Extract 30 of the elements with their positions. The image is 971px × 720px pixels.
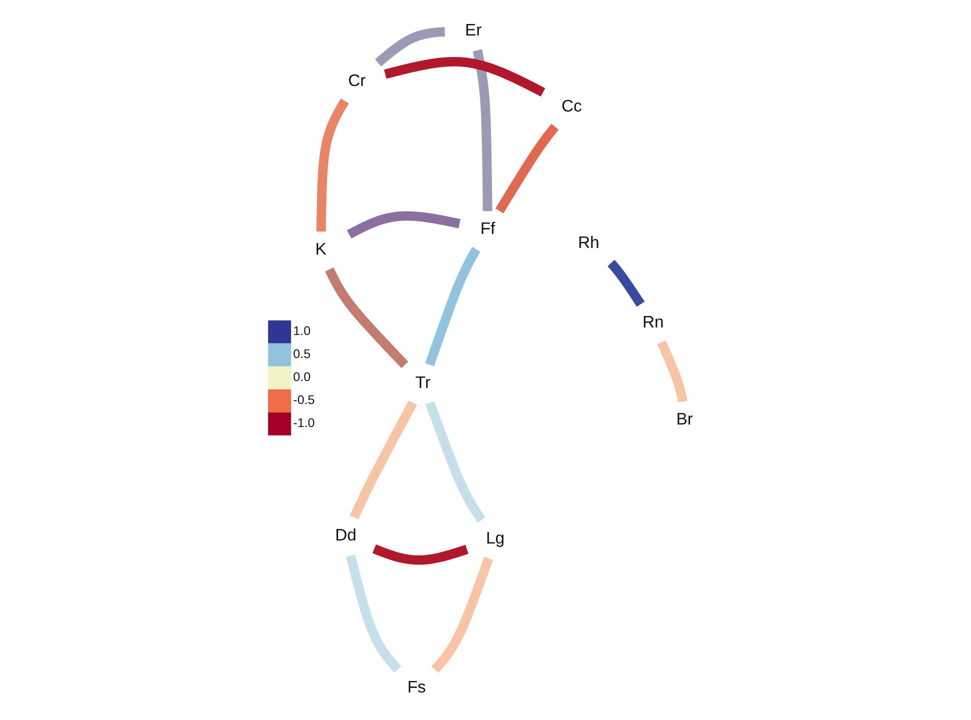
node-text: Rn [642,312,664,332]
connector [431,556,493,673]
connector [472,49,492,212]
node-text: Br [676,410,692,429]
connector [494,124,558,214]
connector [607,260,644,307]
node-text: Ff [480,219,495,238]
node-text: Tr [414,372,430,392]
connector [656,340,687,402]
node-text: K [314,240,326,259]
legend-label: 1.0 [292,324,310,338]
connector [324,267,408,368]
connector [374,27,445,66]
connector [424,246,480,366]
legend-label: -1.0 [292,416,314,430]
legend-label: 0.5 [292,347,310,362]
node-text: Fs [406,677,426,696]
node-text: Lg [486,528,504,548]
node-text: Cc [560,96,582,116]
connector [349,400,417,520]
legend-label: -0.5 [292,393,314,408]
connector [316,98,348,232]
node-text: Dd [334,525,356,544]
connector [384,57,545,97]
node-text: Er [464,20,482,40]
node-text: Cr [348,70,366,90]
connector [425,401,485,523]
node-text: Rh [577,232,599,252]
connector [345,554,401,673]
legend-label: 0.0 [292,370,310,384]
